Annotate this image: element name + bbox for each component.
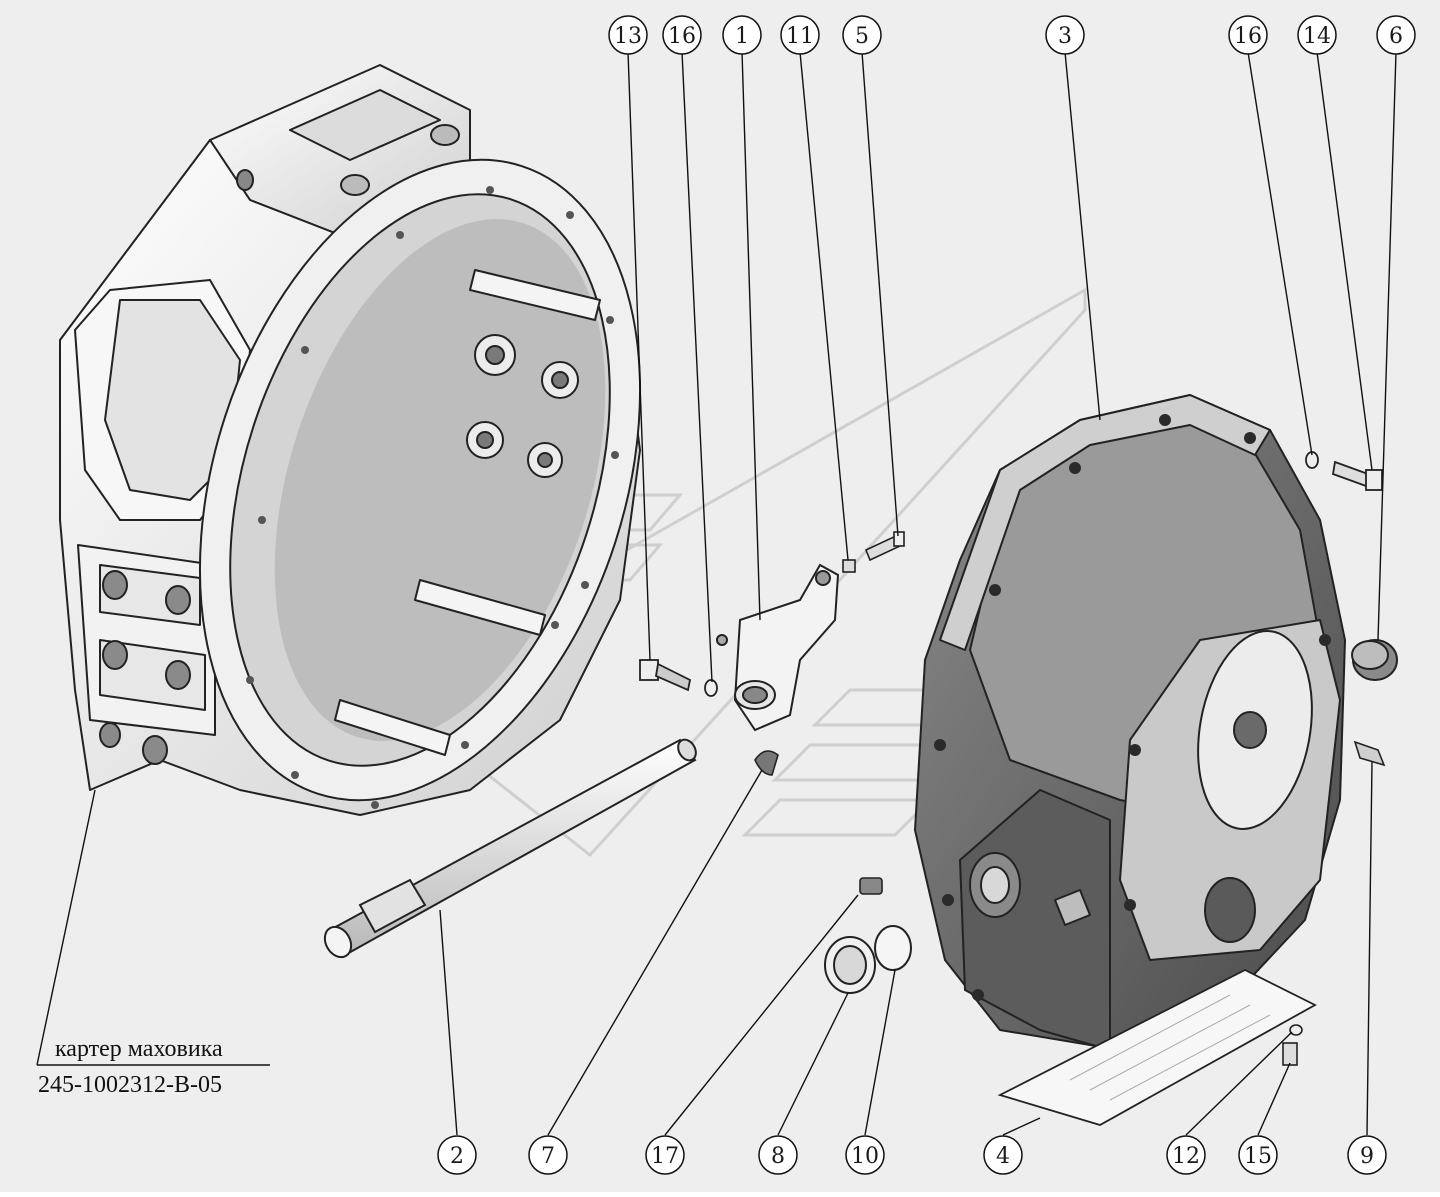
shaft-part-2 [323, 738, 697, 959]
flange-bolt-holes-right [934, 414, 1331, 1001]
callout-c1-top: 1 [722, 15, 762, 55]
callout-c5-top: 5 [842, 15, 882, 55]
cap-part-10 [874, 925, 912, 971]
plate-part-4 [997, 968, 1317, 1126]
callout-circle [437, 1135, 477, 1175]
callout-c14-top: 14 [1297, 15, 1337, 55]
leader-lines [36, 51, 1397, 1136]
callout-c17-bottom: 17 [645, 1135, 685, 1175]
callout-c16-top-left: 16 [662, 15, 702, 55]
callout-label: 10 [851, 1144, 879, 1169]
callout-circle [608, 15, 648, 55]
flange-bolt-holes-left [246, 186, 619, 809]
callout-label: 5 [855, 24, 869, 49]
callout-circle [645, 1135, 685, 1175]
callout-label: 14 [1303, 24, 1331, 49]
callout-c2-bottom: 2 [437, 1135, 477, 1175]
callout-c4-bottom: 4 [983, 1135, 1023, 1175]
fitting-part-9 [1353, 740, 1386, 767]
callout-c13-top: 13 [608, 15, 648, 55]
callout-circle [528, 1135, 568, 1175]
washer-part-16-left [704, 679, 718, 697]
callout-c3-top: 3 [1045, 15, 1085, 55]
callout-label: 6 [1389, 24, 1403, 49]
callout-c11-top: 11 [780, 15, 820, 55]
callout-circle [1166, 1135, 1206, 1175]
key-part-7 [754, 750, 779, 776]
callout-label: 7 [541, 1144, 555, 1169]
callout-label: 17 [651, 1144, 679, 1169]
callout-circle [1347, 1135, 1387, 1175]
callout-label: 12 [1172, 1144, 1200, 1169]
callout-label: 15 [1244, 1144, 1272, 1169]
callout-label: 4 [996, 1144, 1010, 1169]
callout-label: 9 [1360, 1144, 1374, 1169]
callout-c12-bottom: 12 [1166, 1135, 1206, 1175]
callout-circle [1297, 15, 1337, 55]
callout-label: 8 [771, 1144, 785, 1169]
washer-part-12 [1289, 1024, 1303, 1036]
callout-label: 16 [1234, 24, 1262, 49]
callout-label: 13 [614, 24, 642, 49]
callout-label: 1 [735, 24, 749, 49]
callout-c10-bottom: 10 [845, 1135, 885, 1175]
housing-cover-part-3 [914, 394, 1346, 1051]
bolt-part-5 [864, 531, 905, 562]
bolt-part-13 [639, 659, 692, 692]
callout-circle [842, 15, 882, 55]
callout-label: 3 [1058, 24, 1072, 49]
callout-c6-top: 6 [1376, 15, 1416, 55]
bolt-part-15 [1282, 1042, 1298, 1066]
nut-part-11 [842, 559, 856, 573]
callout-label: 16 [668, 24, 696, 49]
callout-circle [780, 15, 820, 55]
part-code-caption: 245-1002312-В-05 [38, 1072, 222, 1098]
flywheel-housing-left [59, 64, 642, 816]
plug-part-6 [1351, 639, 1398, 681]
callout-circle [662, 15, 702, 55]
callout-circle [1228, 15, 1268, 55]
fork-part-1 [716, 563, 840, 732]
callout-circle [1045, 15, 1085, 55]
callout-circle [845, 1135, 885, 1175]
callout-c15-bottom: 15 [1238, 1135, 1278, 1175]
callout-circle [1238, 1135, 1278, 1175]
callout-c7-bottom: 7 [528, 1135, 568, 1175]
callout-label: 2 [450, 1144, 464, 1169]
callout-circle [1376, 15, 1416, 55]
callout-label: 11 [786, 24, 814, 49]
callout-c8-bottom: 8 [758, 1135, 798, 1175]
plug-part-17 [859, 877, 883, 895]
callout-c16-top-right: 16 [1228, 15, 1268, 55]
callout-circle [758, 1135, 798, 1175]
bolt-part-14 [1331, 460, 1383, 491]
part-name-caption: картер маховика [55, 1036, 223, 1062]
callout-circle [983, 1135, 1023, 1175]
cap-part-8 [824, 936, 876, 994]
callout-circle [722, 15, 762, 55]
callout-c9-bottom: 9 [1347, 1135, 1387, 1175]
